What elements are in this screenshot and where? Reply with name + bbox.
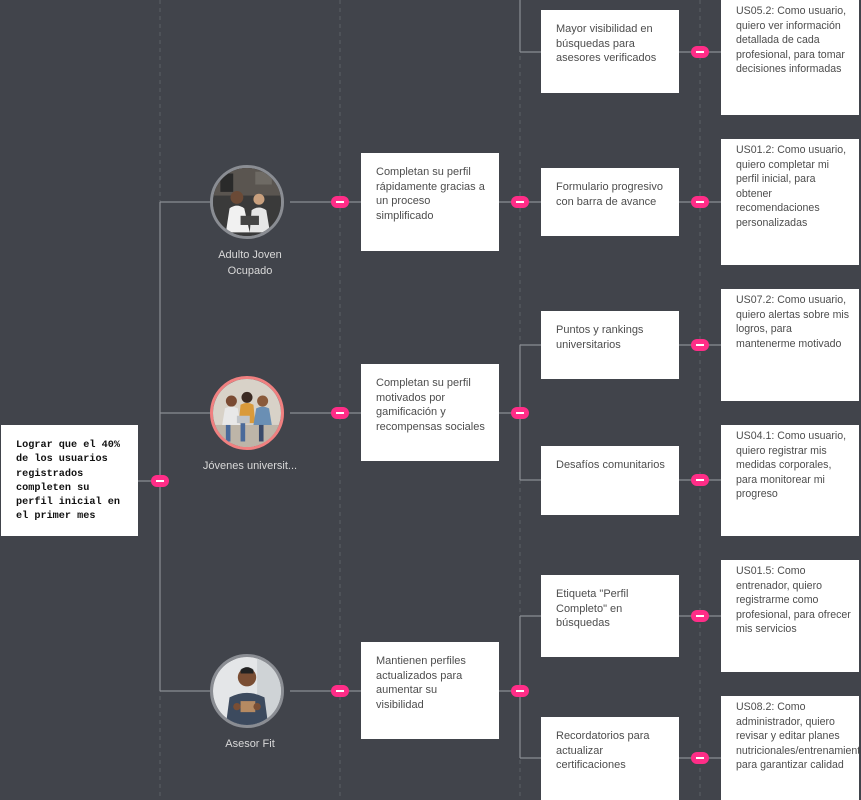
collapse-toggle-outcome-1[interactable]: [511, 196, 529, 208]
persona-avatar-advisor[interactable]: [210, 654, 284, 728]
fitness-advisor-photo-icon: [213, 657, 281, 725]
collapse-toggle-feature-6[interactable]: [691, 752, 709, 764]
collapse-toggle-feature-1[interactable]: [691, 46, 709, 58]
collapse-toggle-feature-5[interactable]: [691, 610, 709, 622]
collapse-toggle-feature-4[interactable]: [691, 474, 709, 486]
collapse-toggle-persona-2[interactable]: [331, 407, 349, 419]
feature-card[interactable]: Recordatorios para actualizar certificac…: [541, 717, 679, 800]
collapse-toggle-root[interactable]: [151, 475, 169, 487]
outcome-card[interactable]: Completan su perfil motivados por gamifi…: [361, 364, 499, 461]
persona-label-advisor: Asesor Fit: [225, 738, 275, 750]
persona-avatar-students[interactable]: [210, 376, 284, 450]
user-story-card[interactable]: US08.2: Como administrador, quiero revis…: [721, 696, 859, 800]
collapse-toggle-outcome-3[interactable]: [511, 685, 529, 697]
feature-card[interactable]: Desafíos comunitarios: [541, 446, 679, 515]
feature-card[interactable]: Formulario progresivo con barra de avanc…: [541, 168, 679, 236]
adult-couple-photo-icon: [213, 168, 281, 236]
outcome-card[interactable]: Mantienen perfiles actualizados para aum…: [361, 642, 499, 739]
collapse-toggle-feature-3[interactable]: [691, 339, 709, 351]
persona-avatar-adult[interactable]: [210, 165, 284, 239]
user-story-card[interactable]: US07.2: Como usuario, quiero alertas sob…: [721, 289, 859, 401]
goal-card[interactable]: Lograr que el 40% de los usuarios regist…: [1, 425, 138, 536]
feature-card[interactable]: Etiqueta "Perfil Completo" en búsquedas: [541, 575, 679, 657]
outcome-card[interactable]: Completan su perfil rápidamente gracias …: [361, 153, 499, 251]
user-story-card[interactable]: US05.2: Como usuario, quiero ver informa…: [721, 0, 859, 115]
user-story-card[interactable]: US01.2: Como usuario, quiero completar m…: [721, 139, 859, 265]
collapse-toggle-persona-1[interactable]: [331, 196, 349, 208]
user-story-card[interactable]: US01.5: Como entrenador, quiero registra…: [721, 560, 859, 672]
collapse-toggle-outcome-2[interactable]: [511, 407, 529, 419]
persona-label-students: Jóvenes universit...: [202, 460, 298, 472]
feature-card[interactable]: Puntos y rankings universitarios: [541, 311, 679, 379]
collapse-toggle-feature-2[interactable]: [691, 196, 709, 208]
students-group-photo-icon: [213, 379, 281, 447]
feature-card[interactable]: Mayor visibilidad en búsquedas para ases…: [541, 10, 679, 93]
collapse-toggle-persona-3[interactable]: [331, 685, 349, 697]
user-story-card[interactable]: US04.1: Como usuario, quiero registrar m…: [721, 425, 859, 536]
persona-label-adult: Adulto Joven Ocupado: [218, 249, 282, 277]
